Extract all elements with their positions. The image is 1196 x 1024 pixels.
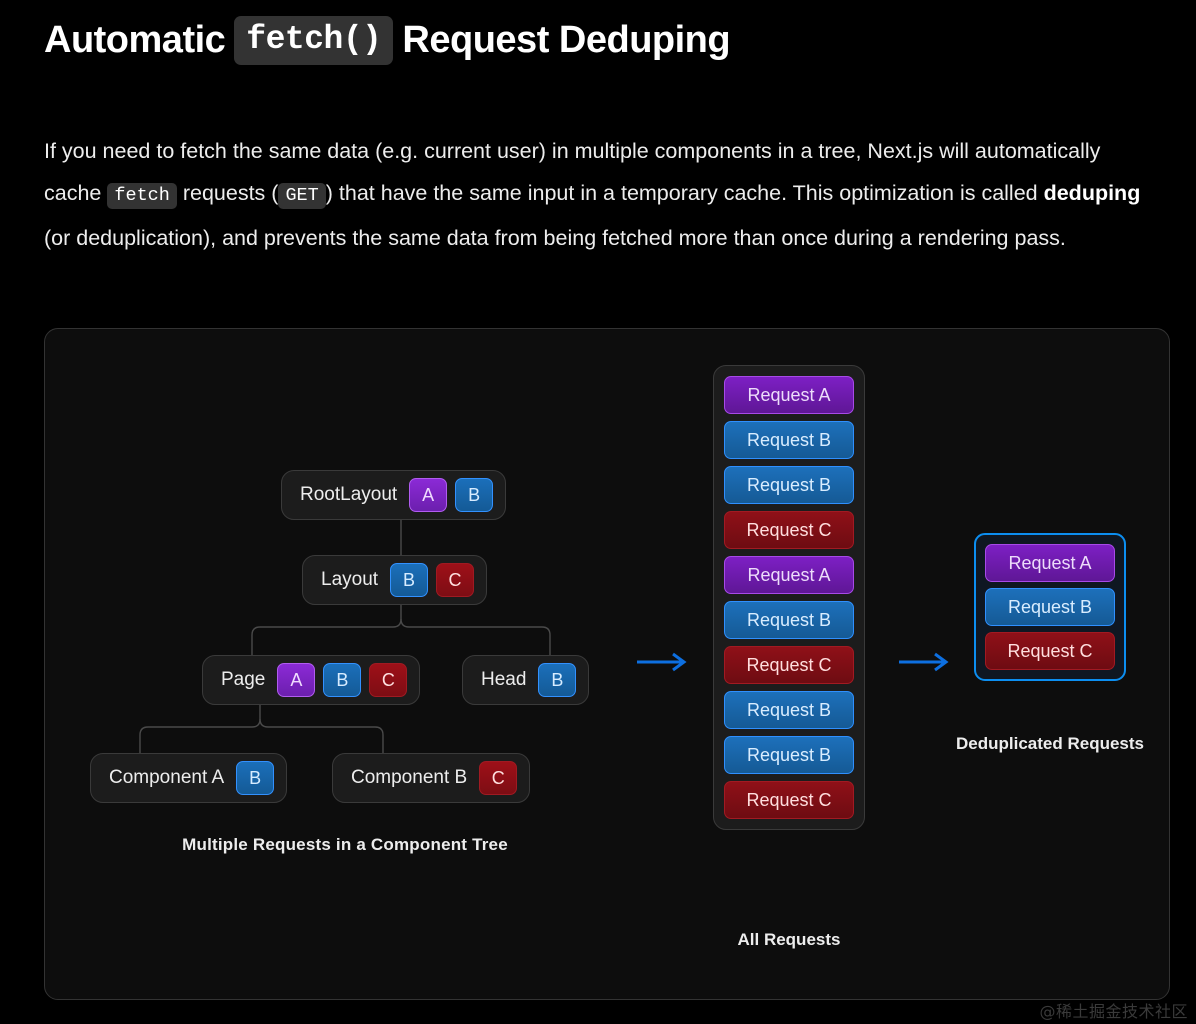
page-title: Automatic fetch() Request Deduping [44, 16, 731, 66]
request-pill[interactable]: Request A [724, 556, 854, 594]
intro-paragraph: If you need to fetch the same data (e.g.… [44, 130, 1154, 259]
badge-request-a: A [409, 478, 448, 512]
inline-code-fetch: fetch [107, 183, 177, 209]
badge-request-b: B [538, 663, 577, 697]
deduplicated-requests-caption: Deduplicated Requests [956, 734, 1144, 753]
badge-request-b: B [390, 563, 429, 597]
page-title-code-fetch: fetch() [234, 16, 394, 66]
badge-request-c: C [479, 761, 518, 795]
request-pill[interactable]: Request A [724, 376, 854, 414]
page-title-before: Automatic [44, 19, 226, 61]
request-pill[interactable]: Request B [724, 601, 854, 639]
all-requests-panel: Request A Request B Request B Request C … [713, 365, 865, 830]
request-pill[interactable]: Request C [724, 781, 854, 819]
tree-node-layout[interactable]: Layout B C [302, 555, 488, 605]
request-pill[interactable]: Request B [724, 736, 854, 774]
intro-text-2: requests ( [176, 181, 279, 205]
intro-text-4: (or deduplication), and prevents the sam… [44, 226, 1066, 250]
inline-code-get: GET [278, 183, 326, 209]
badge-request-c: C [369, 663, 408, 697]
intro-text-1: If you need to fetch the same data (e.g.… [44, 139, 1101, 205]
tree-caption: Multiple Requests in a Component Tree [182, 835, 508, 854]
page-title-after: Request Deduping [402, 19, 731, 61]
request-pill[interactable]: Request B [724, 691, 854, 729]
request-pill[interactable]: Request C [724, 511, 854, 549]
tree-node-label: RootLayout [300, 484, 398, 505]
request-pill[interactable]: Request B [724, 466, 854, 504]
watermark: @稀土掘金技术社区 [1039, 1002, 1188, 1021]
request-pill[interactable]: Request A [985, 544, 1115, 582]
arrow-right-icon-1 [637, 652, 687, 672]
all-requests-caption: All Requests [737, 930, 841, 949]
tree-node-label: Layout [321, 569, 379, 590]
badge-request-b: B [455, 478, 494, 512]
badge-request-b: B [236, 761, 275, 795]
tree-node-head[interactable]: Head B [462, 655, 590, 705]
deduplicated-requests-panel: Request A Request B Request C [974, 533, 1126, 681]
badge-request-a: A [277, 663, 316, 697]
diagram-container: RootLayout A B Layout B C Page A B C Hea… [44, 328, 1170, 1000]
tree-node-component-a[interactable]: Component A B [90, 753, 288, 803]
tree-node-label: Component A [109, 767, 225, 788]
request-pill[interactable]: Request C [985, 632, 1115, 670]
badge-request-b: B [323, 663, 362, 697]
tree-node-label: Component B [351, 767, 468, 788]
intro-text-3: ) that have the same input in a temporar… [325, 181, 1044, 205]
intro-bold-deduping: deduping [1043, 181, 1141, 205]
request-pill[interactable]: Request B [985, 588, 1115, 626]
tree-node-label: Page [221, 669, 266, 690]
request-pill[interactable]: Request B [724, 421, 854, 459]
request-pill[interactable]: Request C [724, 646, 854, 684]
tree-node-label: Head [481, 669, 527, 690]
badge-request-c: C [436, 563, 475, 597]
tree-node-rootlayout[interactable]: RootLayout A B [281, 470, 507, 520]
arrow-right-icon-2 [899, 652, 949, 672]
tree-node-component-b[interactable]: Component B C [332, 753, 531, 803]
tree-node-page[interactable]: Page A B C [202, 655, 421, 705]
